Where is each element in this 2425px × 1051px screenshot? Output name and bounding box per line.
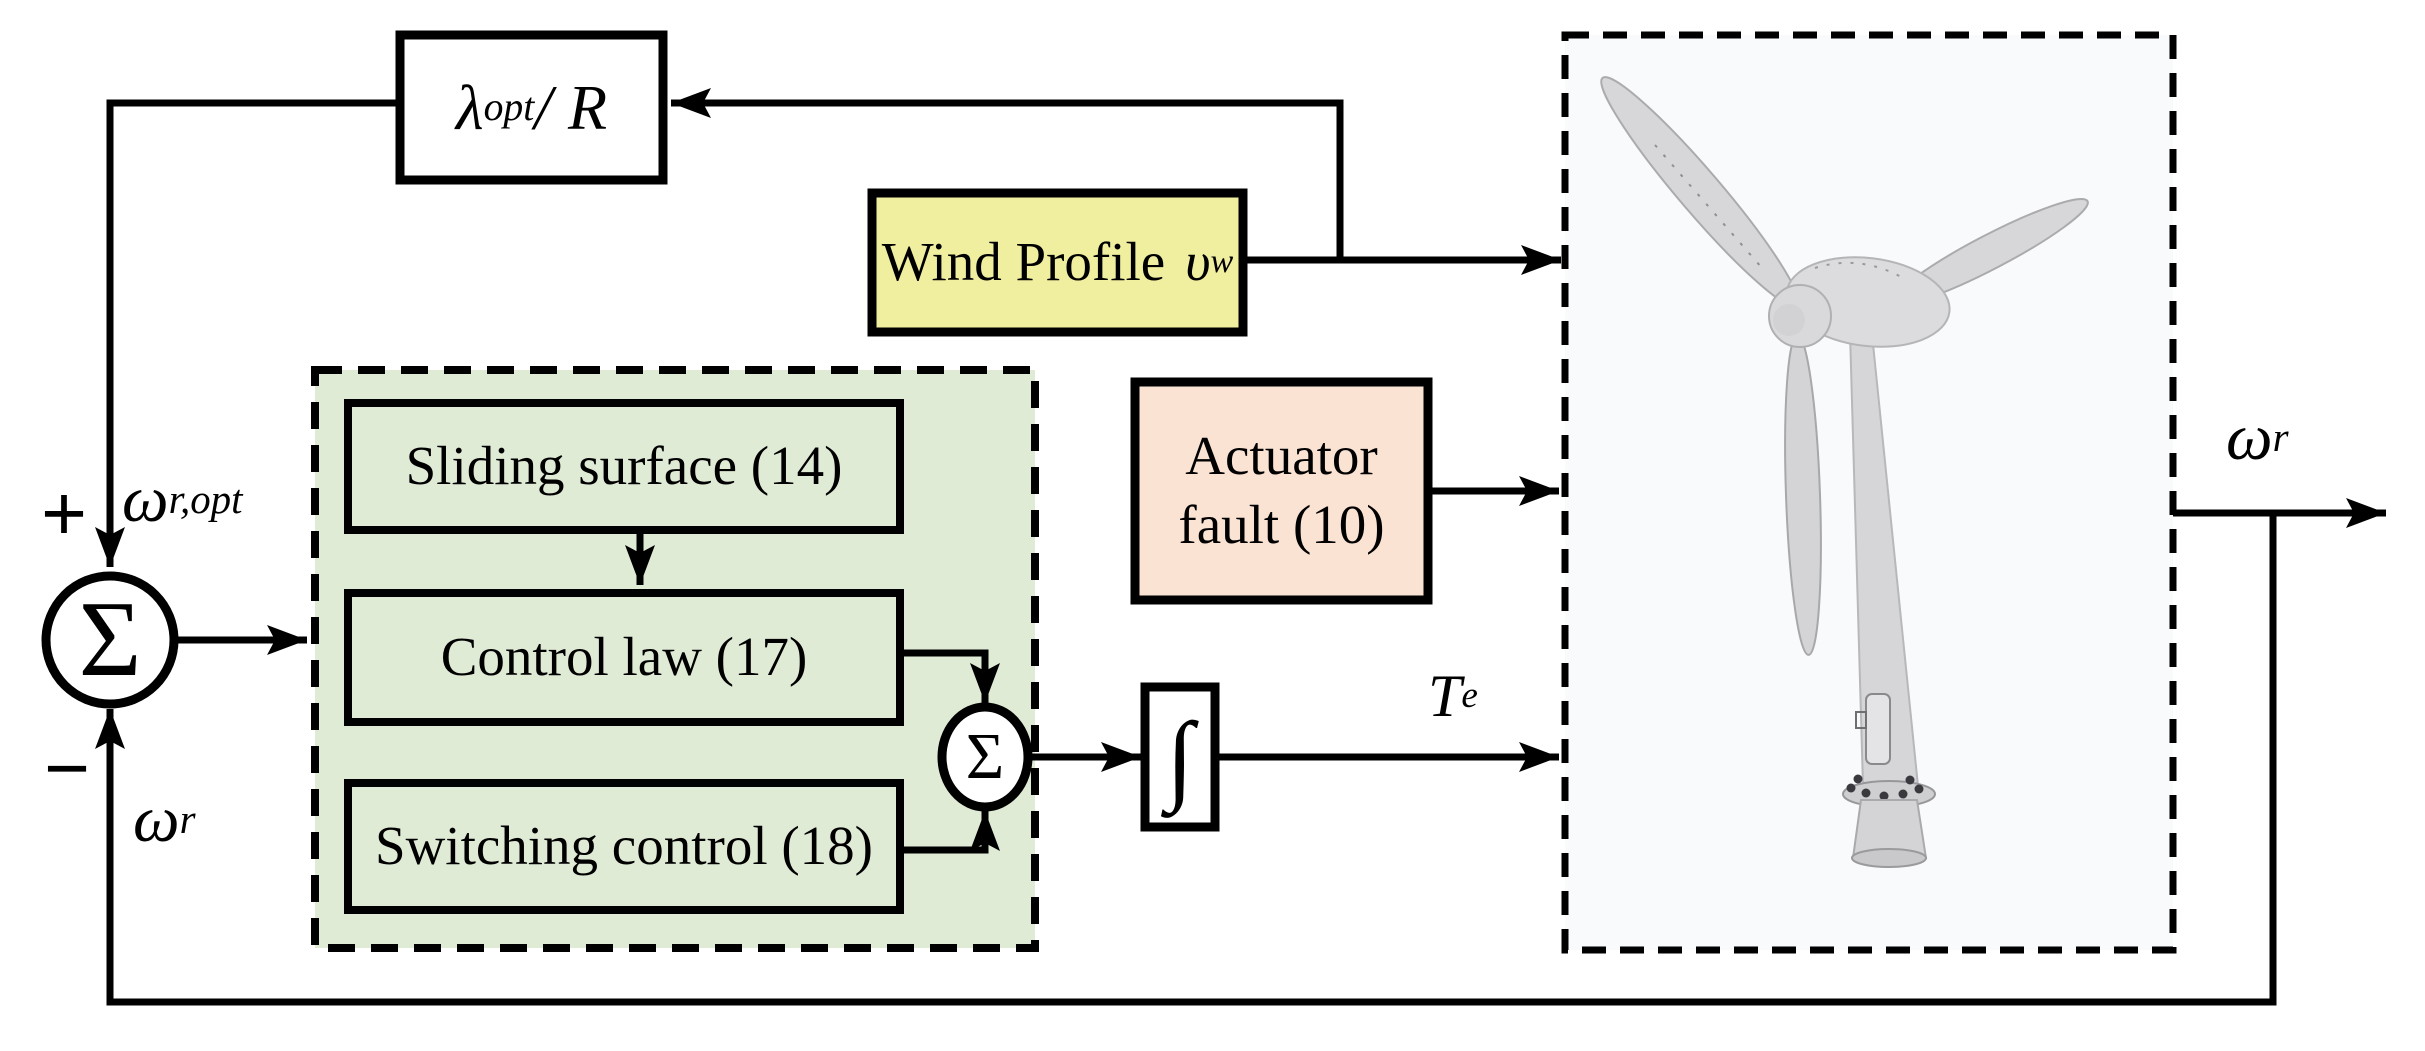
sliding-surface-label: Sliding surface (14): [405, 435, 843, 497]
law-to-sum-arrow: [900, 649, 1000, 703]
flange-bolts: [1846, 774, 1924, 801]
tower-hatch: [1865, 693, 1891, 765]
error-sum-sigma: Σ: [78, 579, 142, 699]
wind-turbine-illustration: [1600, 76, 2089, 868]
plus-sign: +: [40, 467, 88, 559]
tower-base-foot: [1851, 848, 1927, 868]
minus-sign: −: [43, 722, 91, 814]
switching-control-label: Switching control (18): [375, 815, 873, 877]
windspeed-to-lambda-arrow: [671, 88, 1344, 260]
hatch-handle: [1855, 711, 1867, 729]
switching-to-sum-arrow: [900, 811, 1000, 854]
control-law-block: [344, 589, 904, 726]
feedback-loop-arrow: [95, 513, 2277, 1006]
integrator-symbol: ∫: [1166, 701, 1194, 813]
rotor-nose-cone: [1773, 304, 1805, 336]
wind-profile-block: [867, 188, 1248, 337]
control-law-label: Control law (17): [440, 626, 808, 688]
control-sum-sigma: Σ: [965, 719, 1005, 793]
sliding-surface-block: [344, 399, 904, 534]
actuator-fault-label: Actuator fault (10): [1178, 425, 1385, 555]
blade-seam: [1654, 144, 1763, 269]
lambda-to-sum-arrow: [95, 99, 400, 567]
lambda-gain-block: [395, 30, 668, 185]
